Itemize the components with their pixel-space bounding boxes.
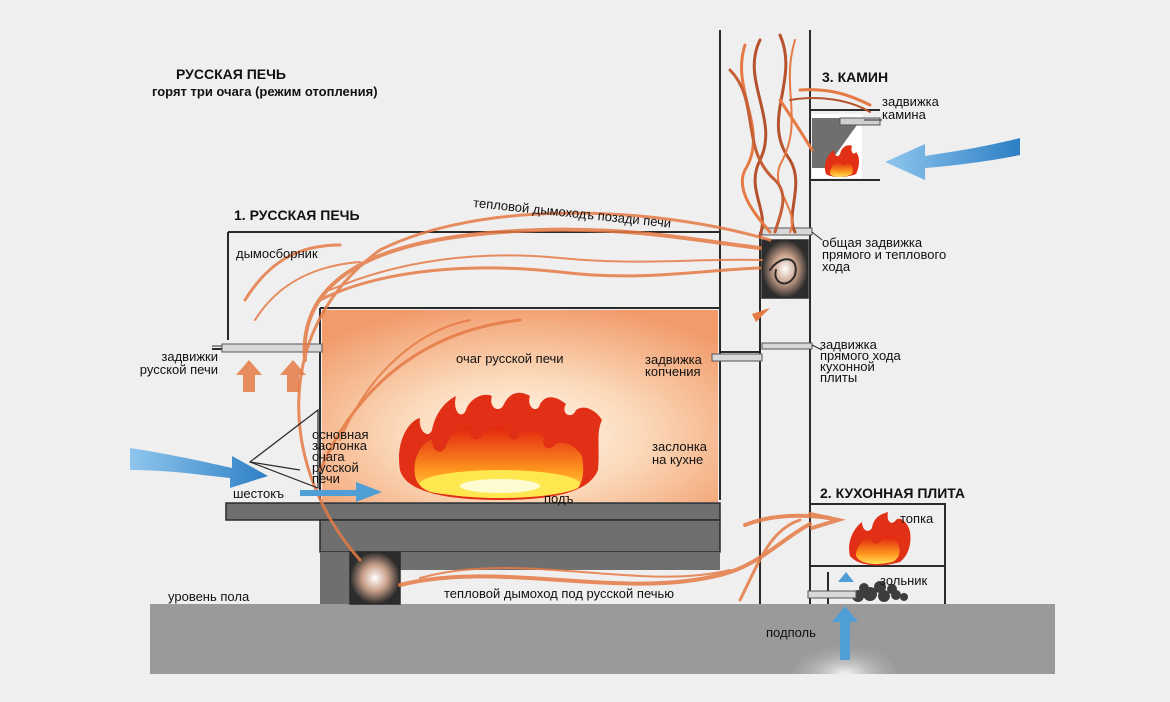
label-firebox: топка (900, 511, 934, 526)
label-fireplace-damper: задвижка камина (882, 94, 939, 122)
chimney-smoke (728, 33, 872, 285)
main-damper-shape (248, 408, 319, 489)
label-common-damper: общая задвижка прямого и теплового хода (822, 235, 947, 274)
ground (150, 604, 1055, 674)
section-kitchen-stove: 2. КУХОННАЯ ПЛИТА (820, 485, 966, 501)
cold-air-arrows (130, 138, 1020, 660)
label-direct-damper: задвижка прямого хода кухонной плиты (820, 337, 901, 385)
label-pod: подъ (544, 491, 574, 506)
kitchen-fire (849, 512, 911, 566)
dampers (221, 227, 857, 599)
ash-pit-coals (852, 581, 908, 602)
label-stove-dampers: задвижки русской печи (139, 349, 218, 377)
main-fire (399, 392, 602, 500)
common-damper-box (761, 239, 809, 299)
label-smoke-collector: дымосборник (236, 246, 318, 261)
fireplace-fire (824, 145, 859, 177)
stove-base (225, 502, 721, 605)
hot-smoke-flows (243, 211, 846, 602)
label-main-damper: основная заслонка очага русской печи (312, 427, 369, 486)
label-ash-pit: зольник (880, 573, 928, 588)
section-fireplace: 3. КАМИН (822, 69, 889, 85)
label-floor-level: уровень пола (168, 589, 250, 604)
label-underfloor: подполь (766, 625, 816, 640)
label-kitchen-damper: заслонка на кухне (652, 439, 708, 467)
diagram-subtitle: горят три очага (режим отопления) (152, 84, 378, 99)
label-flue-under: тепловой дымоход под русской печью (444, 586, 675, 601)
leader-lines (212, 119, 882, 351)
label-hearth: очаг русской печи (456, 351, 564, 366)
label-smoking-damper: задвижка копчения (645, 352, 702, 379)
draft-arrows (236, 308, 770, 392)
diagram-title: РУССКАЯ ПЕЧЬ (176, 66, 286, 82)
label-shestok: шестокъ (233, 486, 285, 501)
section-russian-stove: 1. РУССКАЯ ПЕЧЬ (234, 207, 360, 223)
